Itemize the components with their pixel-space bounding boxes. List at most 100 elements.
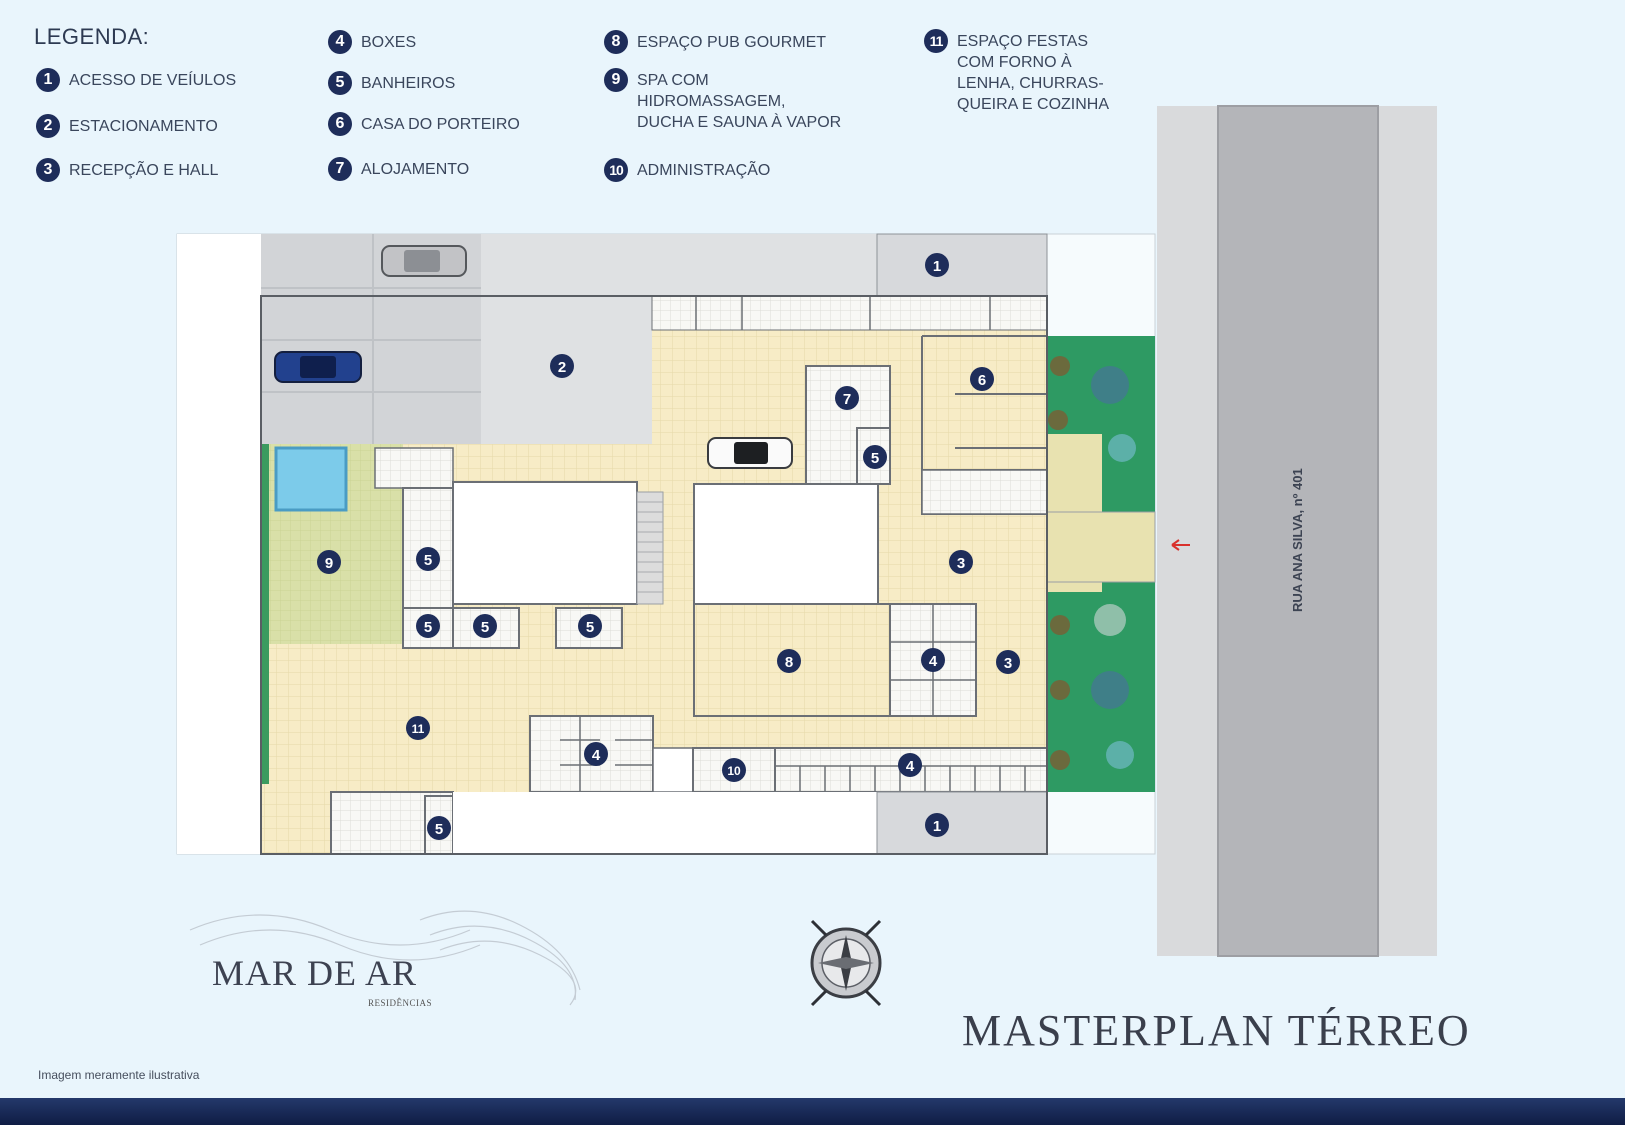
entry-walkway (1046, 511, 1156, 583)
svg-text:6: 6 (978, 372, 986, 389)
plan-marker-5-a: 5 (416, 614, 440, 638)
staircase (636, 491, 664, 605)
svg-text:5: 5 (871, 450, 879, 467)
side-setback (177, 234, 261, 854)
legend-label: RECEPÇÃO E HALL (69, 162, 219, 179)
plan-marker-1-bottom: 1 (925, 813, 949, 837)
sauna-room (374, 447, 454, 489)
plan-marker-7: 7 (835, 386, 859, 410)
legend-badge: 11 (924, 29, 948, 53)
street-name: RUA ANA SILVA, nº 401 (1290, 468, 1305, 612)
plan-marker-10: 10 (722, 758, 746, 782)
svg-text:5: 5 (424, 619, 432, 636)
hydromassage-pool (274, 446, 348, 512)
plan-marker-3-a: 3 (949, 550, 973, 574)
entry-arrow-icon (1171, 539, 1190, 551)
legend-item-5: 5 BANHEIROS (328, 71, 455, 95)
legend-item-11: 11 ESPAÇO FESTAS COM FORNO À LENHA, CHUR… (924, 29, 1109, 115)
plan-marker-4-bottom-right: 4 (898, 753, 922, 777)
svg-text:4: 4 (906, 758, 915, 775)
disclaimer: Imagem meramente ilustrativa (38, 1068, 200, 1082)
bottom-bar (0, 1098, 1625, 1125)
legend-item-1: 1 ACESSO DE VEÍULOS (36, 68, 236, 92)
area-markers: 1 1 2 3 3 4 4 4 5 5 5 5 5 5 6 7 8 9 10 1… (317, 253, 1020, 840)
legend-badge: 9 (604, 68, 628, 92)
plan-marker-8: 8 (777, 649, 801, 673)
svg-text:1: 1 (933, 258, 941, 275)
logo-waves (189, 910, 581, 1006)
plan-marker-6: 6 (970, 367, 994, 391)
plan-marker-5-b: 5 (473, 614, 497, 638)
car-blue-icon (274, 351, 362, 383)
plan-marker-5-staff: 5 (863, 445, 887, 469)
plan-marker-5-spa: 5 (416, 547, 440, 571)
legend-title: LEGENDA: (34, 24, 150, 49)
legend-label: ESTACIONAMENTO (69, 118, 218, 135)
plan-marker-4-bottom-left: 4 (584, 742, 608, 766)
svg-text:5: 5 (481, 619, 489, 636)
top-room-walls (695, 296, 991, 330)
porter-house-annex (921, 469, 1048, 515)
access-gate-top (876, 233, 1048, 297)
logo-subtext: RESIDÊNCIAS (368, 998, 433, 1008)
legend-label: CASA DO PORTEIRO (361, 116, 520, 133)
legend-item-2: 2 ESTACIONAMENTO (36, 114, 218, 138)
plan-title: MASTERPLAN TÉRREO (962, 1006, 1471, 1055)
top-utility-rooms (651, 295, 1048, 331)
building-outline (260, 295, 1048, 855)
legend-label: SPA COM HIDROMASSAGEM, DUCHA E SAUNA À V… (637, 72, 842, 131)
legend-item-7: 7 ALOJAMENTO (328, 157, 469, 181)
boxes-bottom-right-partitions (775, 765, 1047, 792)
legend-label: ESPAÇO FESTAS COM FORNO À LENHA, CHURRAS… (957, 33, 1110, 113)
legend-badge: 5 (328, 71, 352, 95)
plan-marker-1-top: 1 (925, 253, 949, 277)
svg-text:1: 1 (933, 818, 941, 835)
plan-marker-3-b: 3 (996, 650, 1020, 674)
svg-text:9: 9 (325, 555, 333, 572)
legend-badge: 10 (604, 158, 628, 182)
plan-marker-5-c: 5 (578, 614, 602, 638)
plan-marker-11: 11 (406, 716, 430, 740)
legend-badge: 4 (328, 30, 352, 54)
car-white-icon (707, 437, 793, 469)
plan-marker-2: 2 (550, 354, 574, 378)
logo-text: MAR DE AR (212, 953, 418, 993)
svg-text:3: 3 (1004, 655, 1012, 672)
legend-label: ADMINISTRAÇÃO (637, 162, 771, 179)
access-gate-bottom (876, 791, 1048, 855)
legend-item-6: 6 CASA DO PORTEIRO (328, 112, 520, 136)
svg-text:4: 4 (592, 747, 601, 764)
street-road (1217, 105, 1379, 957)
legend-item-4: 4 BOXES (328, 30, 416, 54)
parking-lines (261, 234, 481, 444)
legend-badge: 8 (604, 30, 628, 54)
svg-text:2: 2 (558, 359, 566, 376)
svg-text:11: 11 (412, 722, 425, 736)
legend-item-3: 3 RECEPÇÃO E HALL (36, 158, 218, 182)
legend-label: BANHEIROS (361, 75, 456, 92)
legend-label: ESPAÇO PUB GOURMET (637, 34, 827, 51)
legend-item-9: 9 SPA COM HIDROMASSAGEM, DUCHA E SAUNA À… (604, 68, 841, 133)
svg-text:10: 10 (727, 764, 741, 778)
legend-label: ALOJAMENTO (361, 161, 470, 178)
plan-marker-5-bottom: 5 (427, 816, 451, 840)
legend-badge: 1 (36, 68, 60, 92)
svg-text:8: 8 (785, 654, 793, 671)
legend-item-10: 10 ADMINISTRAÇÃO (604, 158, 770, 182)
plan-marker-9: 9 (317, 550, 341, 574)
legend-badge: 7 (328, 157, 352, 181)
service-yard (453, 792, 877, 854)
svg-text:4: 4 (929, 653, 938, 670)
svg-text:3: 3 (957, 555, 965, 572)
courtyard-right (693, 483, 879, 605)
legend-badge: 3 (36, 158, 60, 182)
car-silver-icon (381, 245, 467, 277)
svg-text:7: 7 (843, 391, 851, 408)
bathroom-b (452, 607, 520, 649)
compass-icon (810, 919, 882, 1007)
legend-badge: 2 (36, 114, 60, 138)
spa-hedge (261, 444, 269, 784)
svg-text:5: 5 (435, 821, 443, 838)
plan-marker-4-right: 4 (921, 648, 945, 672)
